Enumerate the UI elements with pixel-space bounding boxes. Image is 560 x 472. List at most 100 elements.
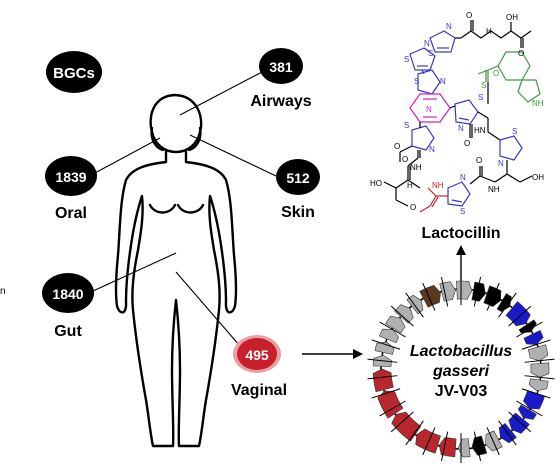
gene-boundary-tick (521, 388, 551, 399)
atom-oh-1: OH (506, 13, 518, 22)
atom-n-7: N (460, 173, 466, 182)
gene-arrow (372, 368, 394, 393)
gene-arrow (523, 330, 544, 345)
atom-o-4: O (476, 156, 482, 165)
atom-h-1: H (407, 181, 413, 190)
gene-arrow (530, 362, 550, 378)
vaginal-label: Vaginal (231, 382, 287, 399)
airways-count: 381 (269, 59, 293, 75)
site-vaginal: 495 Vaginal (231, 335, 287, 399)
gene-boundary-tick (524, 358, 555, 363)
gene-arrow (528, 378, 549, 392)
arrow-to-genome (302, 349, 363, 359)
gene-boundary-tick (508, 411, 532, 433)
gene-arrow (379, 328, 399, 344)
gene-arrow (385, 315, 406, 334)
atom-nh-3: NH (488, 185, 500, 194)
atom-o-3: O (464, 139, 470, 148)
lactocillin-structure: O OH O H N S S N N S N S N S N S O NH O … (370, 11, 544, 216)
gene-cluster-ring (367, 275, 555, 463)
bgc-header-circle: BGCs (46, 51, 102, 93)
gene-arrow (438, 436, 457, 458)
gene-boundary-tick (390, 411, 414, 433)
atom-s-2: S (404, 55, 409, 64)
atom-s-3: S (414, 77, 419, 86)
atom-n-pyr: N (426, 105, 432, 114)
atom-s-4: S (478, 93, 483, 102)
atom-n-4: N (458, 124, 464, 133)
atom-n-6: N (498, 159, 504, 168)
gene-arrow (377, 390, 404, 419)
gene-boundary-tick (440, 276, 449, 307)
site-gut: 1840 Gut (42, 273, 94, 340)
atom-s-green: S (481, 81, 486, 90)
human-body-outline (114, 93, 238, 448)
gene-arrow (456, 280, 473, 300)
atom-o-7: O (394, 142, 400, 151)
gene-boundary-tick (371, 388, 401, 399)
atom-o-2: O (518, 49, 524, 58)
gene-boundary-tick (422, 427, 436, 456)
site-oral: 1839 Oral (45, 156, 97, 222)
gene-boundary-tick (473, 431, 482, 462)
atom-s-7: S (460, 207, 465, 216)
gene-boundary-tick (473, 276, 482, 307)
organism-genus: Lactobacillus (410, 343, 512, 360)
atom-o-6: O (410, 203, 416, 212)
gene-boundary-tick (498, 420, 517, 446)
atom-n-5: N (429, 145, 435, 154)
gene-boundary-tick (508, 305, 532, 327)
atom-nh-green: NH (532, 99, 544, 108)
gene-boundary-tick (371, 339, 401, 350)
gene-boundary-tick (379, 400, 406, 417)
gene-arrow (496, 293, 512, 313)
skin-count: 512 (286, 170, 310, 186)
atom-nh-1: H (486, 27, 492, 36)
gene-arrow (419, 284, 441, 308)
skin-label: Skin (281, 204, 315, 221)
gene-arrow (505, 301, 531, 327)
gene-boundary-tick (367, 358, 398, 363)
gene-boundary-tick (498, 292, 517, 318)
atom-nh-2: HN (474, 126, 486, 135)
gene-arrow (374, 341, 395, 355)
gene-arrow (471, 281, 486, 302)
gene-arrow (518, 319, 537, 334)
atom-o-5: O (402, 155, 408, 164)
gene-boundary-tick (486, 427, 500, 456)
vaginal-count: 495 (245, 347, 269, 363)
atom-ho-1: HO (370, 179, 382, 188)
edge-mark: n (0, 286, 6, 297)
oral-count: 1839 (55, 169, 86, 185)
gene-boundary-tick (390, 305, 414, 327)
organism-species: gasseri (432, 363, 490, 380)
gene-boundary-tick (521, 339, 551, 350)
gene-boundary-tick (516, 321, 543, 338)
gene-arrow (527, 344, 549, 362)
organism-strain: JV-V03 (435, 383, 488, 400)
gene-arrow (457, 438, 471, 458)
atom-o-green: O (493, 69, 499, 78)
atom-s-6: S (512, 127, 517, 136)
gene-boundary-tick (516, 400, 543, 417)
oral-label: Oral (55, 205, 87, 222)
gene-arrow (517, 404, 537, 420)
gene-boundary-tick (367, 375, 398, 380)
atom-nh-red: NH (432, 181, 444, 190)
gene-arrow (485, 430, 503, 452)
product-name: Lactocillin (421, 225, 500, 242)
connector-lines (92, 71, 277, 347)
atom-nh-4: NH (410, 163, 422, 172)
atom-n-1: N (446, 22, 452, 31)
atom-o-1: O (466, 11, 472, 20)
atom-n-3: N (440, 77, 446, 86)
gene-boundary-tick (524, 375, 555, 380)
gene-boundary-tick (379, 321, 406, 338)
gene-boundary-tick (440, 431, 449, 462)
gene-arrow (415, 428, 441, 454)
gene-arrow (523, 390, 546, 410)
site-airways: 381 Airways (250, 48, 312, 110)
bgc-header-text: BGCs (53, 65, 95, 82)
